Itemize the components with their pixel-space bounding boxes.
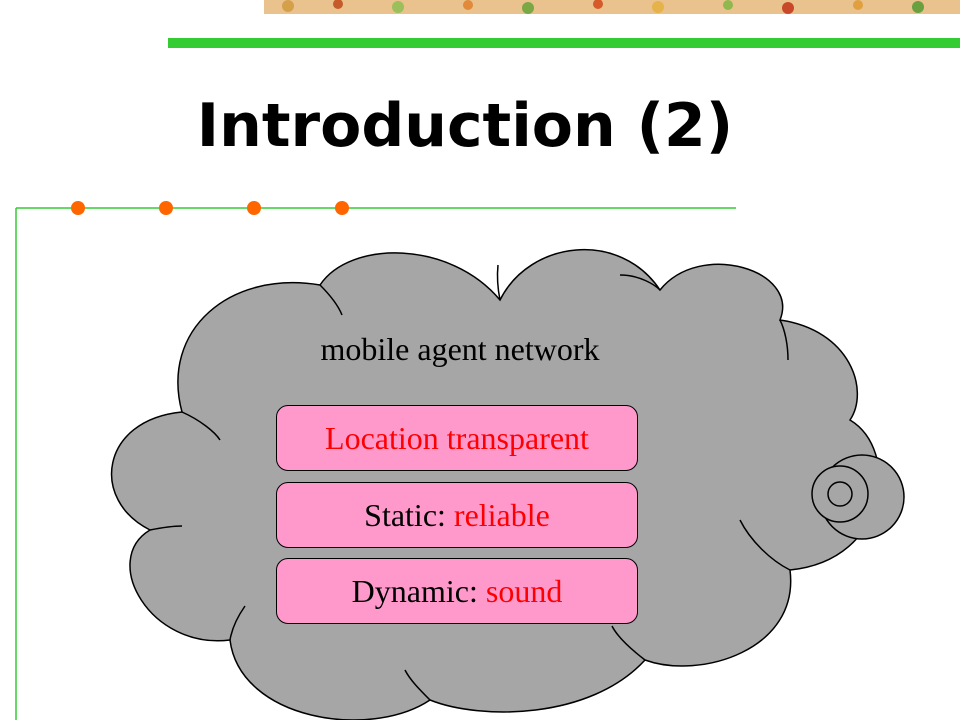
property-value: sound <box>485 572 563 609</box>
bullet-dot <box>71 201 85 215</box>
property-text: Location transparent <box>325 419 589 456</box>
property-box-dynamic: Dynamic: sound <box>276 558 638 624</box>
property-label: Dynamic: <box>351 572 478 609</box>
property-box-location: Location transparent <box>276 405 638 471</box>
bullet-dot <box>159 201 173 215</box>
header-banner <box>168 0 960 48</box>
property-value: reliable <box>453 496 550 533</box>
cloud-label: mobile agent network <box>320 331 600 367</box>
bullet-dot <box>247 201 261 215</box>
property-box-static: Static: reliable <box>276 482 638 548</box>
property-label: Static: <box>364 496 446 533</box>
bullet-dot <box>335 201 349 215</box>
page-title: Introduction (2) <box>196 91 734 161</box>
